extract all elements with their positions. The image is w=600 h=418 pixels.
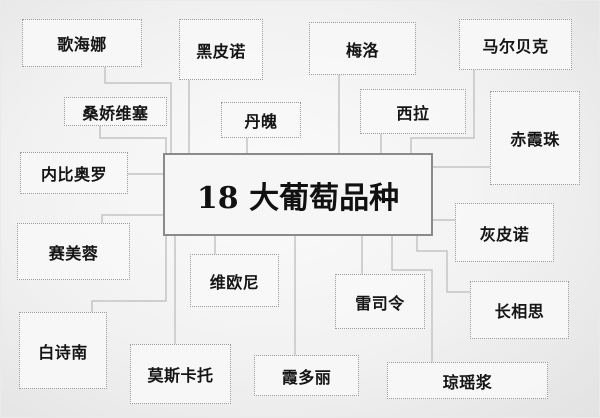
variety-box-pinot-gris: 灰皮诺 — [455, 203, 554, 262]
variety-box-gewurztraminer: 琼瑶浆 — [387, 362, 548, 399]
variety-label: 梅洛 — [345, 40, 379, 60]
variety-label: 莫斯卡托 — [147, 366, 214, 385]
variety-box-chenin-blanc: 白诗南 — [19, 312, 107, 389]
variety-box-malbec: 马尔贝克 — [459, 19, 572, 70]
center-title: 18 大葡萄品种 — [196, 180, 400, 216]
variety-box-merlot: 梅洛 — [309, 22, 416, 75]
variety-box-semillon: 赛美蓉 — [17, 223, 130, 280]
variety-box-pinot-noir: 黑皮诺 — [179, 19, 263, 80]
variety-label: 琼瑶浆 — [442, 372, 493, 392]
variety-label: 西拉 — [396, 103, 430, 123]
variety-box-moscato: 莫斯卡托 — [130, 344, 231, 404]
center-title-box: 18 大葡萄品种 — [163, 153, 433, 236]
variety-label: 黑皮诺 — [196, 41, 246, 61]
variety-box-chardonnay: 霞多丽 — [254, 355, 359, 396]
variety-label: 雷司令 — [355, 293, 405, 313]
variety-box-tempranillo: 丹魄 — [221, 102, 301, 138]
variety-box-syrah: 西拉 — [360, 89, 466, 134]
variety-label: 赤霞珠 — [510, 130, 560, 149]
variety-box-grenache: 歌海娜 — [22, 19, 142, 67]
variety-label: 歌海娜 — [57, 35, 107, 54]
variety-box-viognier: 维欧尼 — [190, 254, 279, 307]
variety-label: 维欧尼 — [209, 272, 260, 292]
variety-label: 白诗南 — [38, 342, 88, 362]
variety-label: 灰皮诺 — [479, 224, 530, 244]
variety-label: 丹魄 — [244, 112, 278, 131]
variety-box-sauvignon-blanc: 长相思 — [470, 281, 569, 339]
variety-label: 内比奥罗 — [40, 165, 107, 184]
variety-box-sangiovese: 桑娇维塞 — [64, 97, 167, 126]
variety-box-cabernet-sauvignon: 赤霞珠 — [490, 91, 580, 185]
variety-label: 长相思 — [494, 302, 545, 321]
variety-box-riesling: 雷司令 — [335, 274, 425, 329]
variety-box-nebbiolo: 内比奥罗 — [20, 152, 128, 194]
variety-label: 霞多丽 — [281, 367, 332, 387]
variety-label: 马尔贝克 — [482, 36, 549, 56]
variety-label: 桑娇维塞 — [82, 103, 149, 123]
variety-label: 赛美蓉 — [48, 243, 99, 263]
